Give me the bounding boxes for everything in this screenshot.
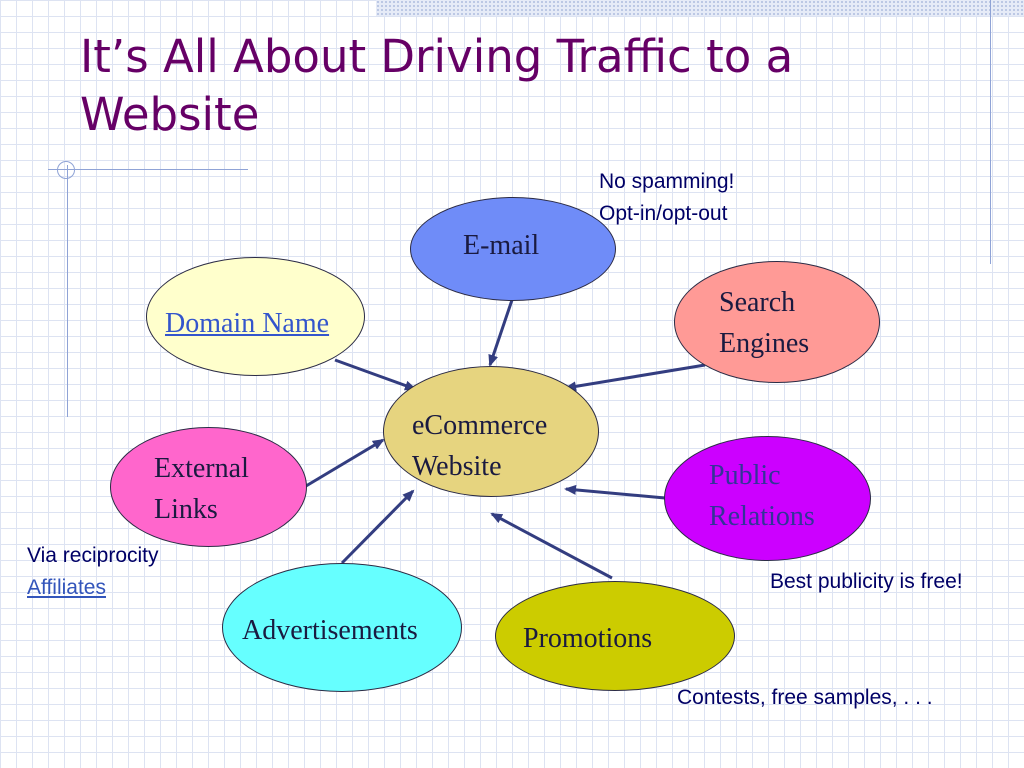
corner-pattern bbox=[376, 0, 1024, 16]
node-external-links-line-1: External bbox=[154, 453, 249, 484]
note-email: No spamming! Opt-in/opt-out bbox=[599, 166, 734, 230]
node-external-links: External Links bbox=[110, 427, 307, 547]
note-external-links: Via reciprocity Affiliates bbox=[27, 540, 159, 604]
arrow-advertisements bbox=[340, 489, 415, 565]
node-advertisements-label: Advertisements bbox=[242, 615, 418, 646]
node-ecommerce-website-line-2: Website bbox=[412, 451, 502, 482]
arrow-search-engines bbox=[564, 363, 706, 392]
node-public-relations-line-2: Relations bbox=[709, 501, 815, 532]
node-domain-name-link[interactable]: Domain Name bbox=[165, 308, 330, 339]
node-ecommerce-website: eCommerce Website bbox=[383, 366, 599, 497]
note-via-reciprocity: Via reciprocity bbox=[27, 544, 159, 567]
arrow-external-links bbox=[305, 438, 385, 488]
node-ecommerce-website-label: eCommerce Website bbox=[412, 405, 547, 487]
node-public-relations: Public Relations bbox=[664, 436, 871, 561]
decorative-horizontal-line bbox=[48, 169, 248, 170]
arrow-domain-name bbox=[334, 358, 417, 391]
slide-title-line-2: Website bbox=[80, 88, 260, 141]
arrow-public-relations bbox=[564, 484, 666, 500]
decorative-ring bbox=[57, 161, 75, 179]
node-advertisements: Advertisements bbox=[222, 563, 462, 692]
node-search-engines-line-2: Engines bbox=[719, 328, 810, 359]
node-ecommerce-website-line-1: eCommerce bbox=[412, 410, 548, 441]
decorative-vertical-line bbox=[67, 165, 68, 417]
slide-title-line-1: It’s All About Driving Traffic to a bbox=[80, 30, 794, 83]
node-search-engines-label: Search Engines bbox=[719, 282, 809, 364]
arrow-promotions bbox=[490, 512, 613, 580]
note-email-line-2: Opt-in/opt-out bbox=[599, 202, 728, 225]
note-email-line-1: No spamming! bbox=[599, 170, 735, 193]
note-public-relations: Best publicity is free! bbox=[770, 570, 963, 593]
node-promotions: Promotions bbox=[495, 581, 735, 691]
note-promotions: Contests, free samples, . . . bbox=[677, 686, 933, 709]
slide-title: It’s All About Driving Traffic to a Webs… bbox=[80, 28, 980, 144]
node-search-engines: Search Engines bbox=[674, 261, 880, 383]
node-email-label: E-mail bbox=[463, 230, 540, 261]
decorative-right-line bbox=[990, 0, 991, 264]
node-domain-name: Domain Name bbox=[146, 257, 365, 376]
node-public-relations-line-1: Public bbox=[709, 460, 781, 491]
node-public-relations-label: Public Relations bbox=[709, 455, 815, 537]
node-external-links-label: External Links bbox=[154, 448, 249, 530]
node-promotions-label: Promotions bbox=[523, 623, 653, 654]
node-email: E-mail bbox=[410, 197, 616, 301]
arrow-email bbox=[488, 299, 514, 367]
node-external-links-line-2: Links bbox=[154, 494, 218, 525]
affiliates-link[interactable]: Affiliates bbox=[27, 576, 106, 599]
node-search-engines-line-1: Search bbox=[719, 287, 796, 318]
